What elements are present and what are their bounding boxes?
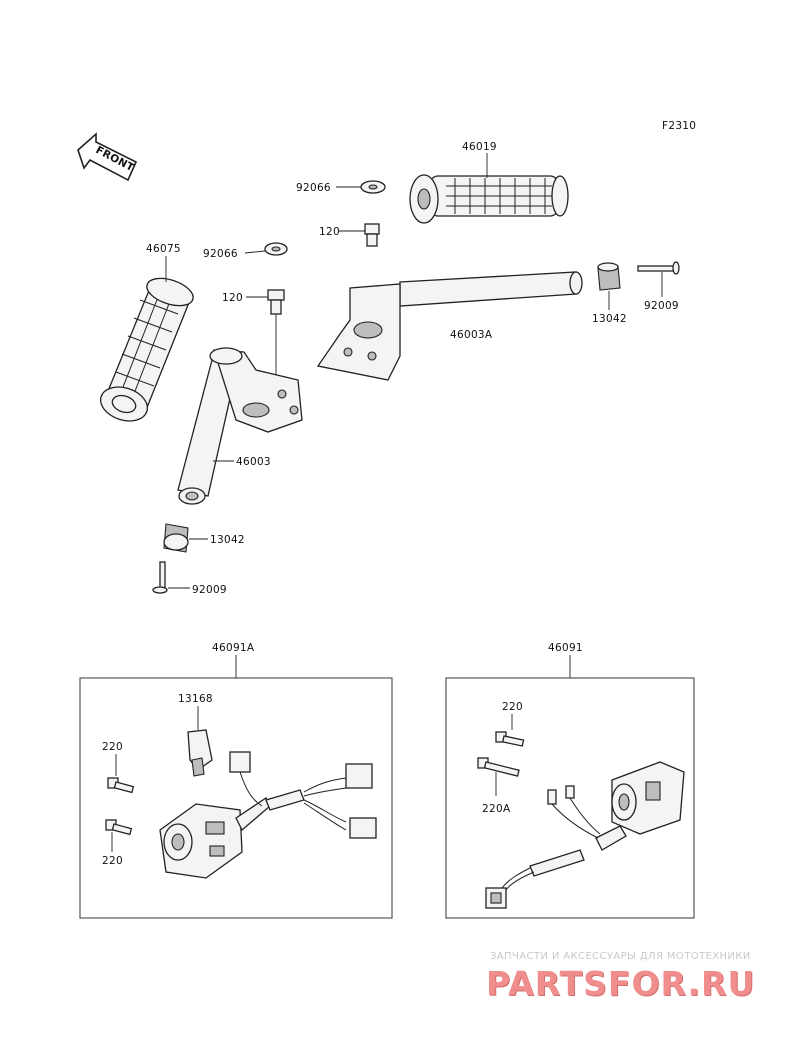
- right-switch-wiring: [485, 785, 601, 909]
- left-grip: [99, 277, 194, 422]
- right-switch-box-title: 46091: [548, 642, 583, 654]
- label-screw-right: 92009: [644, 300, 679, 312]
- right-screw: [495, 731, 525, 747]
- label-handlebar-left: 46003: [236, 456, 271, 468]
- label-weight-left: 13042: [210, 534, 245, 546]
- left-bolt: [267, 289, 285, 315]
- left-screw-bottom: [105, 819, 133, 836]
- left-label-holder: 13168: [178, 693, 213, 705]
- front-arrow-icon: FRONT: [77, 132, 138, 182]
- left-holder-clip: [187, 729, 213, 777]
- label-washer-left: 92066: [203, 248, 238, 260]
- watermark-tagline: ЗАПЧАСТИ И АКСЕССУАРЫ ДЛЯ МОТОТЕХНИКИ: [490, 951, 751, 962]
- left-screw-top: [107, 777, 135, 794]
- right-switch-box-frame: [445, 677, 695, 919]
- right-handlebar: [316, 271, 583, 381]
- left-washer: [264, 242, 288, 256]
- right-screw-a: [477, 757, 520, 777]
- right-bolt: [364, 223, 380, 247]
- watermark-brand: PARTSFOR.RU: [486, 964, 756, 1003]
- label-weight-right: 13042: [592, 313, 627, 325]
- label-grip-left: 46075: [146, 243, 181, 255]
- right-label-screw-a: 220A: [482, 803, 511, 815]
- left-label-screw-bottom: 220: [102, 855, 123, 867]
- label-screw-left: 92009: [192, 584, 227, 596]
- label-handlebar-right: 46003A: [450, 329, 493, 341]
- label-grip-right: 46019: [462, 141, 497, 153]
- right-bar-end-weight: [597, 262, 621, 291]
- left-switch-wiring: [229, 751, 377, 839]
- right-label-screw: 220: [502, 701, 523, 713]
- label-bolt-left: 120: [222, 292, 243, 304]
- label-bolt-right: 120: [319, 226, 340, 238]
- right-switch-housing: [595, 761, 685, 851]
- left-switch-box-title: 46091A: [212, 642, 255, 654]
- right-washer: [360, 180, 386, 194]
- left-bar-end-weight: [163, 523, 189, 553]
- label-washer-right: 92066: [296, 182, 331, 194]
- right-grip: [409, 174, 569, 224]
- left-label-screw-top: 220: [102, 741, 123, 753]
- figure-code: F2310: [662, 120, 696, 132]
- left-switch-housing: [159, 797, 271, 879]
- right-screw: [637, 261, 680, 275]
- left-screw: [152, 561, 168, 594]
- left-switch-box-frame: [79, 677, 393, 919]
- left-handlebar: [177, 347, 303, 505]
